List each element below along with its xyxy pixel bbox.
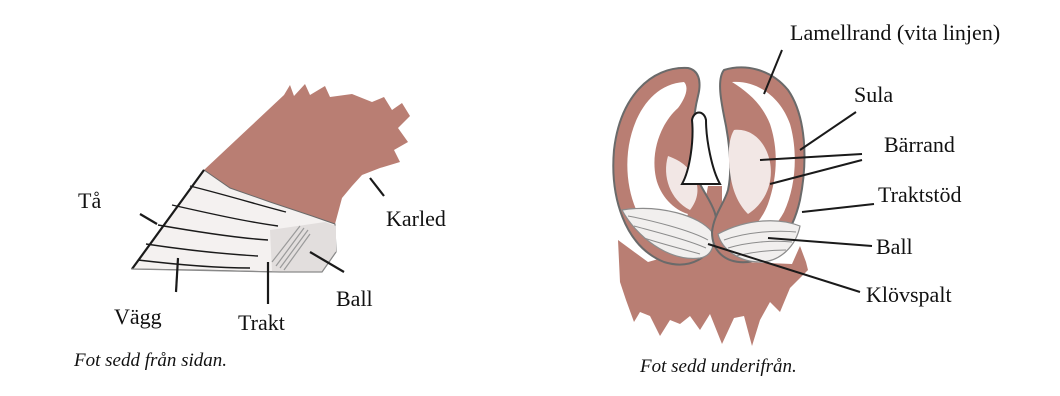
caption-bottom-view: Fot sedd underifrån. <box>639 356 797 377</box>
label-coronet: Karled <box>386 206 446 231</box>
label-toe: Tå <box>78 188 101 213</box>
side-view-figure <box>132 84 410 304</box>
label-wall: Vägg <box>114 304 162 329</box>
bottom-view-figure <box>613 50 874 346</box>
label-bearing-edge: Bärrand <box>884 132 955 157</box>
label-white-line: Lamellrand (vita linjen) <box>790 20 1000 45</box>
label-cleft: Klövspalt <box>866 282 952 307</box>
label-heel-support: Traktstöd <box>878 182 962 207</box>
label-heel-part: Trakt <box>238 310 285 335</box>
label-bulb-side: Ball <box>336 286 373 311</box>
caption-side-view: Fot sedd från sidan. <box>73 350 227 371</box>
label-sole: Sula <box>854 82 893 107</box>
label-bulb-bottom: Ball <box>876 234 913 259</box>
